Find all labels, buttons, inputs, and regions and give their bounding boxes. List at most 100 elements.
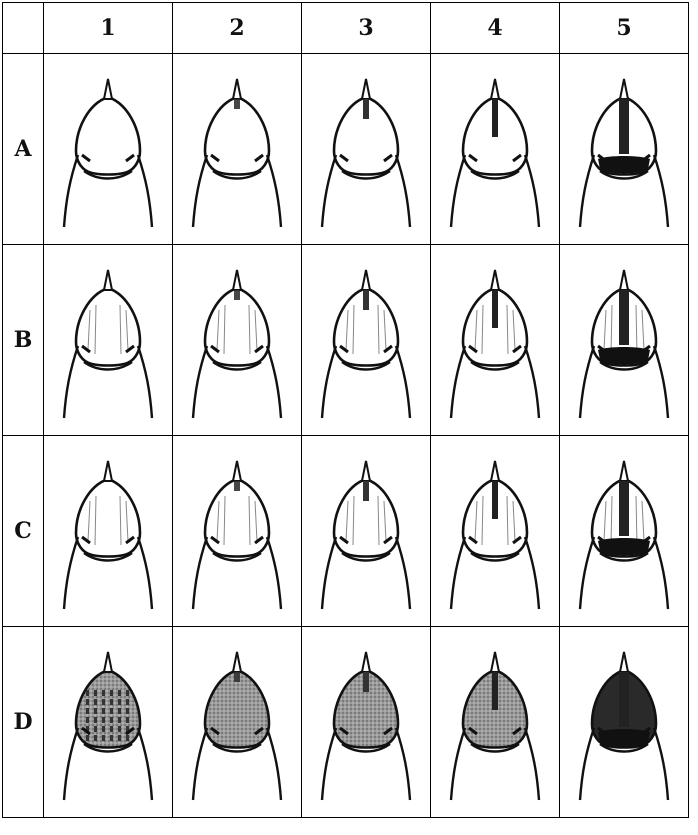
spot-mark	[118, 690, 121, 696]
pattern-grid: 1 2 3 4 5 ABCD	[2, 2, 689, 818]
neck-line	[322, 346, 336, 418]
neck-line	[138, 155, 152, 227]
grid-body: ABCD	[3, 54, 689, 818]
cell-d5	[560, 627, 689, 818]
beak-tip	[104, 461, 112, 481]
neck-line	[451, 346, 465, 418]
cell-d3	[302, 627, 431, 818]
beak-tip	[104, 652, 112, 672]
crown-stripe	[363, 481, 369, 501]
spot-mark	[102, 726, 105, 732]
neck-line	[654, 346, 668, 418]
spot-mark	[126, 735, 129, 741]
spot-mark	[118, 717, 121, 723]
spot-mark	[94, 726, 97, 732]
head-drawing	[48, 59, 168, 239]
beak-tip	[233, 270, 241, 290]
neck-line	[64, 155, 78, 227]
neck-line	[64, 728, 78, 800]
neck-line	[322, 537, 336, 609]
neck-line	[654, 537, 668, 609]
crown-stripe	[619, 481, 629, 536]
row-b: B	[3, 245, 689, 436]
crown-stripe	[619, 672, 629, 727]
cell-a2	[173, 54, 302, 245]
crown-stripe	[234, 672, 240, 682]
neck-line	[138, 346, 152, 418]
neck-line	[267, 346, 281, 418]
spot-mark	[126, 690, 129, 696]
cell-a3	[302, 54, 431, 245]
neck-line	[525, 155, 539, 227]
neck-line	[64, 537, 78, 609]
row-label: A	[3, 54, 44, 245]
head-drawing	[177, 59, 297, 239]
beak-tip	[233, 79, 241, 99]
neck-line	[267, 155, 281, 227]
crown-stripe	[234, 99, 240, 109]
row-label: B	[3, 245, 44, 436]
neck-line	[451, 155, 465, 227]
spot-mark	[94, 699, 97, 705]
head-drawing	[306, 250, 426, 430]
spot-mark	[118, 699, 121, 705]
crown-stripe	[492, 672, 498, 710]
cell-b4	[431, 245, 560, 436]
neck-line	[580, 537, 594, 609]
crown-stripe	[492, 99, 498, 137]
head-drawing	[306, 441, 426, 621]
head-outline	[76, 670, 140, 748]
header-row: 1 2 3 4 5	[3, 3, 689, 54]
head-drawing	[48, 632, 168, 812]
spot-mark	[126, 699, 129, 705]
beak-tip	[233, 461, 241, 481]
spot-mark	[102, 717, 105, 723]
spot-mark	[86, 690, 89, 696]
head-drawing	[564, 441, 684, 621]
neck-line	[654, 728, 668, 800]
beak-tip	[362, 652, 370, 672]
spot-mark	[94, 690, 97, 696]
neck-line	[580, 155, 594, 227]
row-a: A	[3, 54, 689, 245]
spot-mark	[86, 708, 89, 714]
crown-stripe	[234, 481, 240, 491]
neck-line	[138, 728, 152, 800]
spot-mark	[110, 717, 113, 723]
row-label: D	[3, 627, 44, 818]
spot-mark	[86, 735, 89, 741]
beak-tip	[104, 270, 112, 290]
cell-c3	[302, 436, 431, 627]
neck-band	[598, 156, 650, 174]
head-outline	[76, 479, 140, 557]
spot-mark	[86, 699, 89, 705]
neck-line	[580, 728, 594, 800]
cell-a4	[431, 54, 560, 245]
neck-line	[396, 155, 410, 227]
neck-line	[525, 537, 539, 609]
crown-stripe	[619, 99, 629, 154]
neck-line	[396, 728, 410, 800]
neck-line	[580, 346, 594, 418]
neck-line	[193, 155, 207, 227]
neck-line	[64, 346, 78, 418]
cell-d1	[44, 627, 173, 818]
spot-mark	[110, 708, 113, 714]
head-drawing	[564, 632, 684, 812]
column-header-3: 3	[302, 3, 431, 54]
crown-stripe	[234, 290, 240, 300]
beak-tip	[362, 270, 370, 290]
neck-line	[193, 728, 207, 800]
head-drawing	[177, 441, 297, 621]
cell-c2	[173, 436, 302, 627]
neck-line	[396, 537, 410, 609]
row-c: C	[3, 436, 689, 627]
neck-band	[598, 729, 650, 747]
crown-stripe	[492, 481, 498, 519]
head-drawing	[177, 250, 297, 430]
head-drawing	[306, 632, 426, 812]
spot-mark	[118, 708, 121, 714]
cell-a5	[560, 54, 689, 245]
spot-mark	[102, 690, 105, 696]
row-d: D	[3, 627, 689, 818]
